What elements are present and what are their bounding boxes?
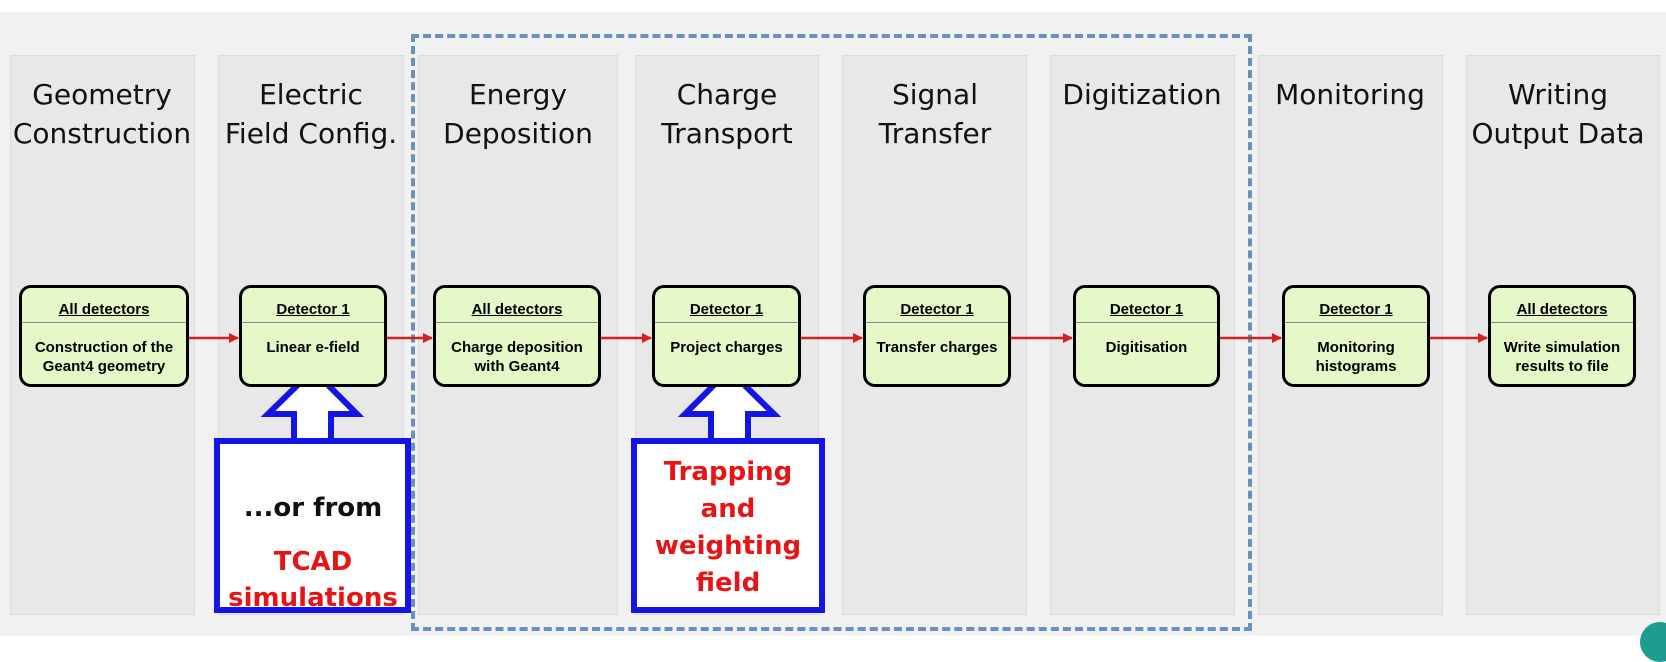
callout-tcad-line2: TCAD simulations bbox=[228, 547, 398, 613]
module-divider bbox=[1076, 322, 1217, 323]
callout-trapping: Trapping and weighting field bbox=[654, 457, 802, 598]
connectors-layer bbox=[188, 333, 1488, 613]
module-monitoring: Detector 1 Monitoring histograms bbox=[1282, 285, 1430, 387]
stage-title-electric-field: Electric Field Config. bbox=[224, 78, 398, 150]
module-head: Detector 1 bbox=[689, 301, 764, 318]
module-body: Write simulation results to file bbox=[1503, 339, 1621, 375]
callout-tcad-outline bbox=[214, 365, 411, 613]
module-body: Transfer charges bbox=[876, 339, 998, 356]
module-head: All detectors bbox=[58, 301, 150, 318]
module-writing-output: All detectors Write simulation results t… bbox=[1488, 285, 1636, 387]
module-signal-transfer: Detector 1 Transfer charges bbox=[863, 285, 1011, 387]
module-divider bbox=[1491, 322, 1633, 323]
module-body: Monitoring histograms bbox=[1315, 339, 1397, 375]
module-divider bbox=[866, 322, 1008, 323]
callout-tcad-line1: ...or from bbox=[243, 493, 383, 523]
module-divider bbox=[242, 322, 384, 323]
module-geometry: All detectors Construction of the Geant4… bbox=[19, 285, 189, 387]
module-energy-deposition: All detectors Charge deposition with Gea… bbox=[433, 285, 601, 387]
module-divider bbox=[436, 322, 598, 323]
stage-title-writing-output: Writing Output Data bbox=[1471, 78, 1645, 150]
callout-tcad: ...or from TCAD simulations bbox=[222, 472, 404, 635]
module-body: Linear e-field bbox=[266, 339, 360, 356]
module-head: Detector 1 bbox=[1319, 301, 1393, 318]
module-body: Digitisation bbox=[1105, 339, 1188, 356]
module-electric-field: Detector 1 Linear e-field bbox=[239, 285, 387, 387]
module-divider bbox=[655, 322, 798, 323]
stage-title-charge-transport: Charge Transport bbox=[661, 78, 793, 150]
module-head: Detector 1 bbox=[900, 301, 974, 318]
module-digitization: Detector 1 Digitisation bbox=[1073, 285, 1220, 387]
stage-title-digitization: Digitization bbox=[1062, 78, 1222, 111]
stage-title-geometry: Geometry Construction bbox=[12, 78, 192, 150]
stage-title-energy-deposition: Energy Deposition bbox=[443, 78, 593, 150]
callout-trapping-outline bbox=[631, 365, 825, 613]
stage-title-signal-transfer: Signal Transfer bbox=[878, 78, 992, 150]
module-divider bbox=[1285, 322, 1427, 323]
module-head: All detectors bbox=[1516, 301, 1608, 318]
dashed-frame bbox=[411, 34, 1252, 631]
module-head: Detector 1 bbox=[276, 301, 350, 318]
module-body: Charge deposition with Geant4 bbox=[451, 339, 583, 375]
module-head: Detector 1 bbox=[1109, 301, 1184, 318]
module-divider bbox=[22, 322, 186, 323]
module-body: Project charges bbox=[670, 339, 783, 356]
stage-title-monitoring: Monitoring bbox=[1275, 78, 1425, 111]
corner-badge bbox=[1640, 622, 1666, 662]
module-charge-transport: Detector 1 Project charges bbox=[652, 285, 801, 387]
module-body: Construction of the Geant4 geometry bbox=[34, 339, 174, 375]
module-head: All detectors bbox=[471, 301, 563, 318]
